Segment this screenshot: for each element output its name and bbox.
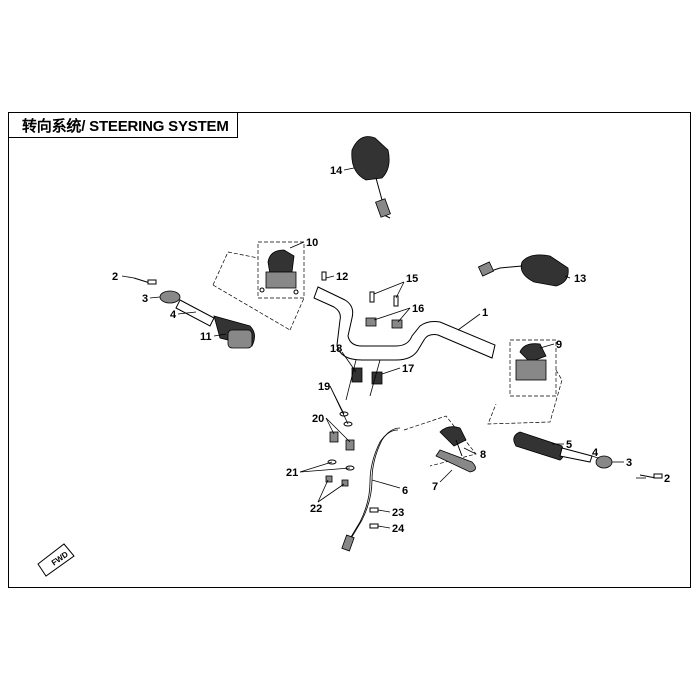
callout-17: 17 xyxy=(402,363,414,375)
callout-15: 15 xyxy=(406,273,418,285)
callout-3-left: 3 xyxy=(142,293,148,305)
mirror-left xyxy=(351,136,391,219)
callout-2-right: 2 xyxy=(664,473,670,485)
handlebar xyxy=(313,286,496,361)
diagram-frame xyxy=(8,112,691,588)
right-grip-assembly xyxy=(513,431,663,479)
callout-19: 19 xyxy=(318,381,330,393)
callout-12: 12 xyxy=(336,271,348,283)
callout-7: 7 xyxy=(432,481,438,493)
callout-24: 24 xyxy=(392,523,405,535)
callout-8: 8 xyxy=(480,449,486,461)
callout-13: 13 xyxy=(574,273,586,285)
callout-23: 23 xyxy=(392,507,404,519)
callout-16: 16 xyxy=(412,303,424,315)
callout-4-right: 4 xyxy=(592,447,599,459)
brake-lever-assembly xyxy=(403,415,477,473)
callout-20: 20 xyxy=(312,413,324,425)
callout-3-right: 3 xyxy=(626,457,632,469)
callout-10: 10 xyxy=(306,237,318,249)
callout-22: 22 xyxy=(310,503,322,515)
forward-direction-marker: FWD xyxy=(37,543,75,577)
callout-14: 14 xyxy=(330,165,343,177)
left-switch-box xyxy=(257,241,305,299)
callout-4-left: 4 xyxy=(170,309,177,321)
callout-2-left: 2 xyxy=(112,271,118,283)
callout-18: 18 xyxy=(330,343,342,355)
leader-lines xyxy=(121,167,646,529)
title-box: 转向系统/ STEERING SYSTEM xyxy=(8,112,238,138)
right-switch-box xyxy=(487,339,563,425)
callout-5: 5 xyxy=(566,439,572,451)
small-fasteners xyxy=(321,271,403,529)
mirror-right xyxy=(477,254,569,287)
callout-1: 1 xyxy=(482,307,488,319)
callout-11: 11 xyxy=(200,331,212,343)
callout-9: 9 xyxy=(556,339,562,351)
brake-cable xyxy=(341,427,401,552)
callout-6: 6 xyxy=(402,485,408,497)
diagram-title: 转向系统/ STEERING SYSTEM xyxy=(22,117,229,135)
callout-21: 21 xyxy=(286,467,298,479)
callout-numbers: 14 13 10 12 1 15 16 9 17 18 19 20 21 22 … xyxy=(112,165,670,535)
